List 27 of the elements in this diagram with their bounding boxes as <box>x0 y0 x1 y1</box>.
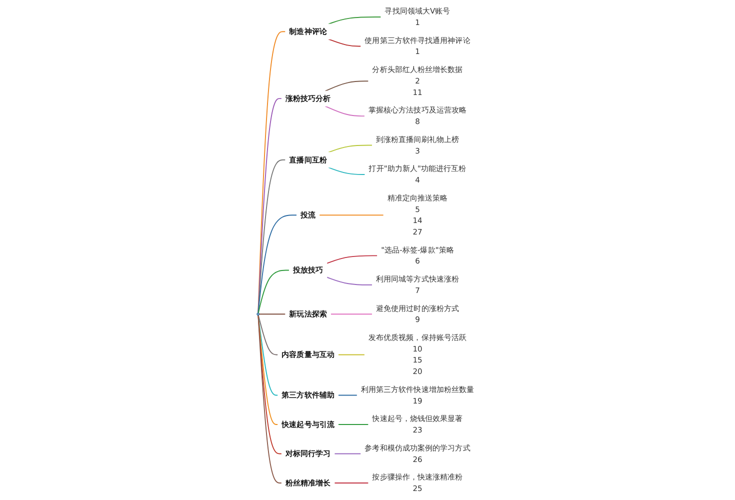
connector <box>338 394 358 396</box>
connector <box>258 314 278 396</box>
connector <box>338 354 366 356</box>
connector <box>328 144 373 153</box>
connector <box>338 424 369 425</box>
connector <box>324 80 369 92</box>
connector <box>328 166 366 175</box>
connector <box>258 314 282 484</box>
connector <box>328 16 382 25</box>
connector <box>258 270 290 314</box>
connector <box>326 276 373 286</box>
connector <box>330 314 373 315</box>
connector <box>258 31 286 314</box>
connector <box>334 482 369 484</box>
connector <box>258 98 282 314</box>
connector <box>258 314 278 425</box>
node-circle <box>256 312 260 316</box>
connector <box>326 255 378 264</box>
connector <box>318 214 384 216</box>
connector <box>258 314 286 315</box>
connector <box>258 314 282 454</box>
connector <box>258 214 298 314</box>
connector <box>258 314 278 356</box>
connector <box>334 453 362 454</box>
connector <box>328 38 362 47</box>
connector <box>324 106 366 117</box>
connector <box>258 159 286 314</box>
